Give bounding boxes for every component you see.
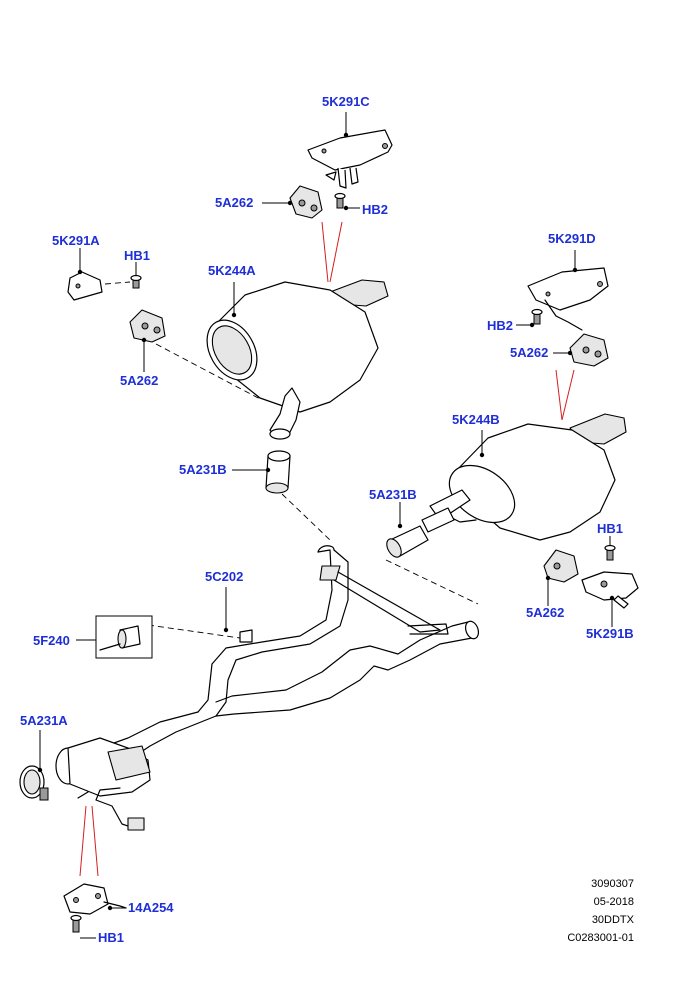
callout-5k244b[interactable]: 5K244B xyxy=(452,412,500,427)
callout-hb2-top[interactable]: HB2 xyxy=(362,202,389,217)
callout-hb2-right[interactable]: HB2 xyxy=(487,318,514,333)
callout-5k291c[interactable]: 5K291C xyxy=(322,94,370,109)
bracket-5k291c[interactable] xyxy=(307,129,393,189)
bolt-hb1-left[interactable] xyxy=(130,274,142,289)
bracket-14a254[interactable] xyxy=(63,883,127,915)
callout-5a231b-right[interactable]: 5A231B xyxy=(369,487,417,502)
insulator-5a262-left[interactable] xyxy=(129,309,166,343)
reference-number: 3090307 xyxy=(591,878,634,890)
clamp-5a231a[interactable] xyxy=(19,765,49,801)
bolt-hb1-bottom[interactable] xyxy=(70,914,82,933)
bolt-hb2-right[interactable] xyxy=(531,308,543,325)
callout-14a254[interactable]: 14A254 xyxy=(128,900,174,915)
callout-5a262-bottom[interactable]: 5A262 xyxy=(526,605,565,620)
callout-5k291a[interactable]: 5K291A xyxy=(52,233,100,248)
callout-5a262-left[interactable]: 5A262 xyxy=(120,373,159,388)
callout-5a262-top[interactable]: 5A262 xyxy=(215,195,254,210)
reference-engine: 30DDTX xyxy=(591,914,634,926)
callout-hb1-right[interactable]: HB1 xyxy=(597,521,624,536)
callout-5a231a[interactable]: 5A231A xyxy=(20,713,68,728)
callout-5a262-right[interactable]: 5A262 xyxy=(510,345,549,360)
callout-hb1-bottom[interactable]: HB1 xyxy=(98,930,125,945)
reference-illustration-id: C0283001-01 xyxy=(567,932,634,944)
callout-hb1-left[interactable]: HB1 xyxy=(124,248,151,263)
bolt-hb2-top[interactable] xyxy=(334,192,346,209)
muffler-5k244a[interactable] xyxy=(197,279,389,440)
detail-box-5f240[interactable] xyxy=(95,615,153,659)
clamp-5a231b-right[interactable] xyxy=(384,507,455,560)
callout-5f240[interactable]: 5F240 xyxy=(33,633,70,648)
clamp-5a231b-left[interactable] xyxy=(265,450,291,494)
bracket-5k291d[interactable] xyxy=(527,267,609,331)
callout-5k244a[interactable]: 5K244A xyxy=(208,263,256,278)
callout-5c202[interactable]: 5C202 xyxy=(205,569,244,584)
callout-5k291b[interactable]: 5K291B xyxy=(586,626,634,641)
insulator-5a262-right[interactable] xyxy=(569,333,609,367)
reference-date: 05-2018 xyxy=(593,896,634,908)
bracket-5k291a[interactable] xyxy=(67,271,103,301)
pipe-5c202[interactable] xyxy=(99,545,481,755)
bolt-hb1-right[interactable] xyxy=(604,544,616,561)
muffler-5k244b[interactable] xyxy=(429,413,627,541)
bracket-5k291b[interactable] xyxy=(581,571,639,609)
catalyst-assembly xyxy=(55,737,151,831)
callout-5a231b-left[interactable]: 5A231B xyxy=(179,462,227,477)
insulator-5a262-top[interactable] xyxy=(289,185,323,219)
callout-5k291d[interactable]: 5K291D xyxy=(548,231,596,246)
